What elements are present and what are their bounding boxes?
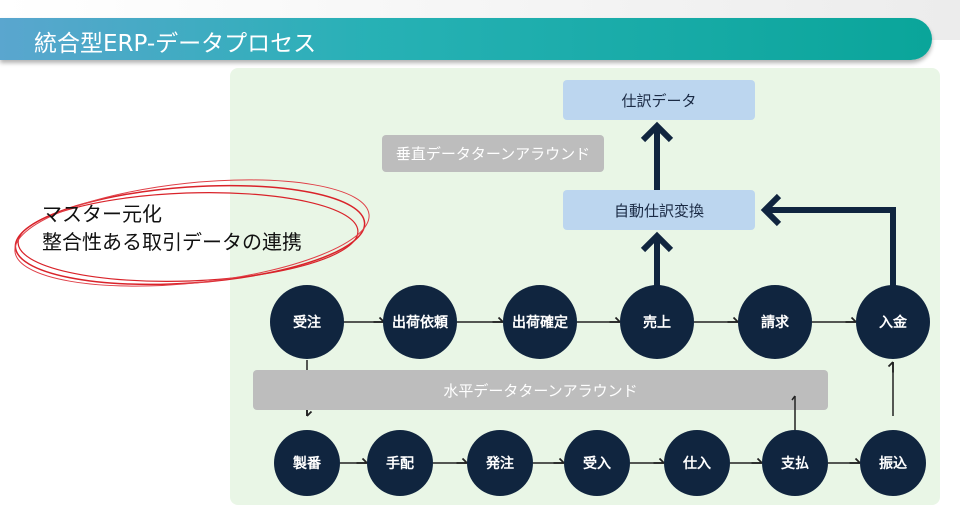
note-line-1: マスター元化 [42,202,162,226]
node-order: 受注 [270,285,344,359]
node-shipping-confirm: 出荷確定 [503,285,577,359]
auto-journal-box: 自動仕訳変換 [563,190,755,230]
title-banner: 統合型ERP-データプロセス [0,18,932,60]
page-title: 統合型ERP-データプロセス [34,31,317,57]
annotation-note: マスター元化 整合性ある取引データの連携 [42,200,302,256]
node-transfer: 振込 [860,430,926,496]
vertical-turnaround-box: 垂直データターンアラウンド [382,135,604,172]
note-line-2: 整合性ある取引データの連携 [42,230,302,254]
node-goods-receipt: 受入 [564,430,630,496]
node-billing: 請求 [738,285,812,359]
node-arrangement: 手配 [367,430,433,496]
node-receipt: 入金 [856,285,930,359]
node-sales: 売上 [620,285,694,359]
horizontal-turnaround-bar: 水平データターンアラウンド [253,370,828,410]
node-purchase-order: 発注 [467,430,533,496]
node-payment: 支払 [762,430,828,496]
node-purchase: 仕入 [664,430,730,496]
node-job-number: 製番 [274,430,340,496]
journal-data-box: 仕訳データ [563,80,755,120]
node-shipping-request: 出荷依頼 [383,285,457,359]
